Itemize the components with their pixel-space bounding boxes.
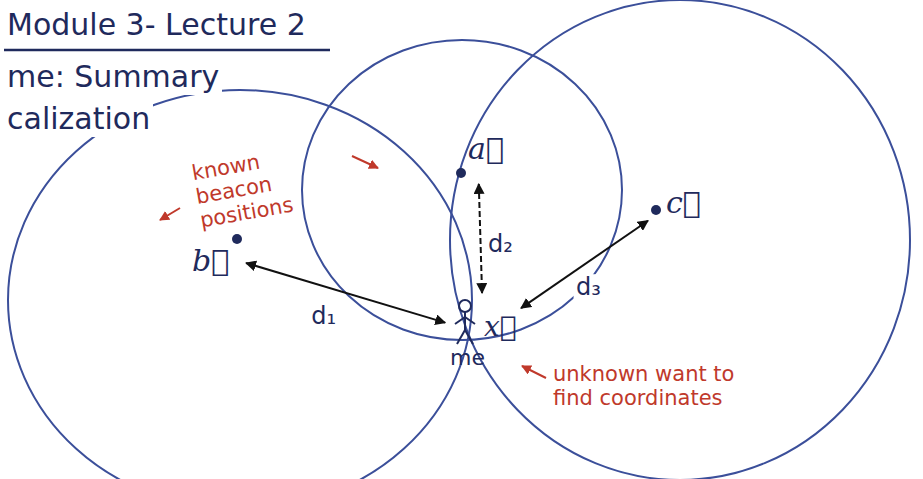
beacon-dot <box>651 205 661 215</box>
distance-label: d₂ <box>485 231 516 259</box>
vector-label: b⃗ <box>192 244 229 277</box>
subtitle-text: calization <box>4 102 153 137</box>
person-node: x⃗ me <box>448 296 519 372</box>
distance-label: d₁ <box>308 303 339 331</box>
point-node: c⃗ <box>648 186 701 219</box>
callout-arrow <box>522 366 546 378</box>
figure-row: x⃗ <box>450 298 517 346</box>
vector-label: c⃗ <box>666 186 701 219</box>
page-title: Module 3- Lecture 2 <box>4 8 309 43</box>
distance-arrow <box>521 221 648 308</box>
range-circle <box>8 90 472 479</box>
distance-label: d₃ <box>573 275 604 303</box>
point-node: b⃗ <box>192 232 243 277</box>
note-text: unknown want to find coordinates <box>550 362 746 410</box>
person-label: me <box>450 346 517 370</box>
beacon-dot <box>456 168 466 178</box>
beacon-dot <box>232 234 242 244</box>
vector-label: x⃗ <box>484 310 517 343</box>
subtitle-text: me: Summary <box>4 60 222 95</box>
note-text: known beacon positions <box>187 135 353 233</box>
callout-arrow <box>160 208 180 220</box>
vector-label: a⃗ <box>468 132 504 165</box>
title-underline <box>4 49 330 52</box>
point-node: a⃗ <box>452 132 504 181</box>
distance-arrow <box>479 184 482 293</box>
distance-arrow <box>246 263 445 323</box>
range-circle <box>450 0 910 479</box>
stick-figure <box>450 298 480 346</box>
callout-arrow <box>352 156 378 168</box>
